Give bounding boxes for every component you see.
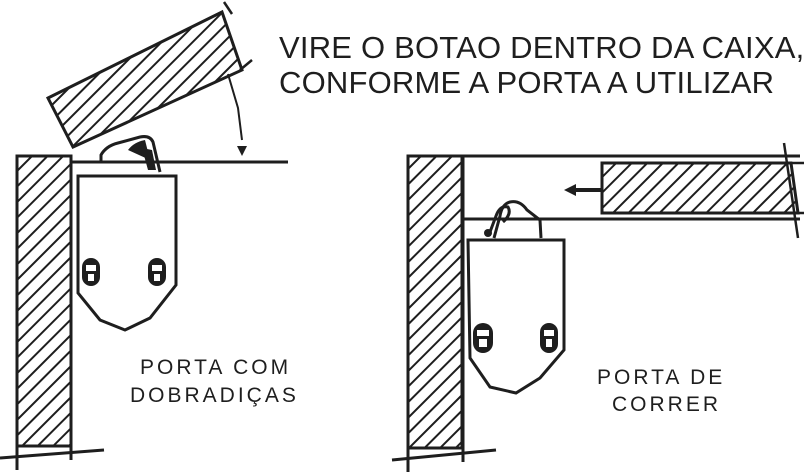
device-box-right (466, 238, 566, 395)
screw-slot-icon (82, 258, 100, 286)
screw-slot-icon (473, 323, 493, 353)
slide-arrow-icon (564, 184, 602, 196)
latch-knob-icon (99, 135, 162, 173)
hinged-door-leaf (45, 1, 253, 149)
hinged-door-figure (0, 1, 288, 470)
device-box-left (76, 174, 178, 332)
wall-right (391, 154, 497, 472)
screw-slot-icon (148, 258, 166, 286)
hinged-door-label-line-1: PORTA COM (140, 356, 292, 379)
instruction-line-2: CONFORME A PORTA A UTILIZAR (279, 65, 775, 100)
screw-slot-icon (540, 323, 558, 353)
swing-arrow-icon (227, 73, 247, 156)
sliding-door-figure (391, 142, 804, 472)
sliding-door-label-line-2: CORRER (612, 393, 722, 416)
instruction-line-1: VIRE O BOTAO DENTRO DA CAIXA, (279, 30, 804, 65)
sliding-door-leaf (600, 142, 804, 239)
latch-knob-icon (484, 200, 543, 239)
hinged-door-label-line-2: DOBRADIÇAS (130, 384, 299, 407)
wall-left (0, 154, 105, 470)
sliding-door-label-line-1: PORTA DE (597, 366, 726, 389)
